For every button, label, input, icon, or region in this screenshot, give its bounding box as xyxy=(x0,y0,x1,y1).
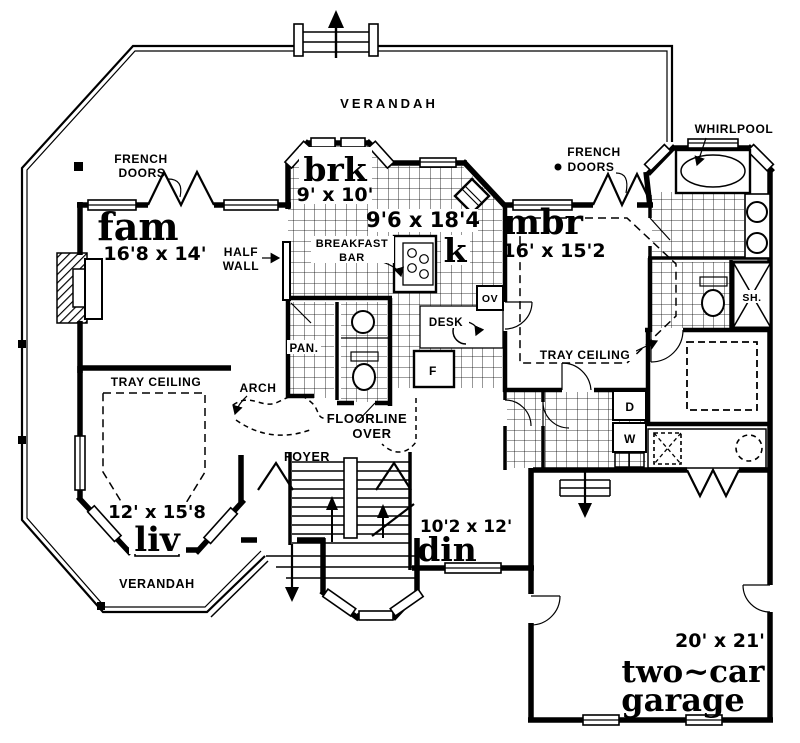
room-dims-garage: 20' x 21' xyxy=(675,630,765,652)
breakfast-bar-label-2: BAR xyxy=(339,252,365,264)
room-label-fam: fam xyxy=(97,204,178,249)
floorline-dashes xyxy=(235,419,311,436)
dryer-label: D xyxy=(625,400,634,414)
corner-cabinet xyxy=(453,177,491,215)
room-label-garage-2: garage xyxy=(621,681,744,719)
front-door-symbol xyxy=(257,460,412,491)
vanity-sinks xyxy=(744,193,771,259)
room-dims-mbr: 16' x 15'2 xyxy=(502,240,605,262)
kitchen-island xyxy=(392,234,438,294)
mudroom-counter xyxy=(647,428,767,469)
room-label-garage-1: two~car xyxy=(622,654,766,690)
verandah-outline xyxy=(18,10,674,618)
room-dims-brk: 9' x 10' xyxy=(297,184,374,206)
stair-up-arrow-icon xyxy=(326,496,338,542)
laundry-door xyxy=(542,401,570,429)
tray-ceiling-outline-liv xyxy=(102,392,206,517)
kitchen-mbr-door xyxy=(504,301,533,330)
dashed-overlays xyxy=(102,217,677,517)
floorline-dashes xyxy=(381,398,417,453)
foyer-label: FOYER xyxy=(284,450,330,464)
bath-door xyxy=(649,217,671,241)
garage-entry-door xyxy=(530,595,561,626)
french-doors-symbol xyxy=(592,171,653,208)
arch-label: ARCH xyxy=(239,381,276,395)
tray-ceiling-label-mbr: TRAY CEILING xyxy=(540,348,631,362)
text-labels: VERANDAH VERANDAH WHIRLPOOL FRENCH DOORS… xyxy=(97,96,774,719)
half-wall-label-1: HALF xyxy=(224,245,258,259)
whirlpool-label: WHIRLPOOL xyxy=(695,122,774,136)
top-entry-steps xyxy=(293,10,379,58)
french-doors-label-left-2: DOORS xyxy=(118,166,165,180)
breakfast-bar-label-1: BREAKFAST xyxy=(316,238,389,250)
pantry-label: PAN. xyxy=(289,343,318,355)
tray-ceiling-label-liv: TRAY CEILING xyxy=(111,375,202,389)
floorline-label-1: FLOORLINE xyxy=(327,411,408,426)
fridge-box xyxy=(412,349,456,389)
closet-shelving xyxy=(686,341,758,411)
mbr-door xyxy=(561,362,592,391)
front-steps xyxy=(210,544,418,618)
verandah-post xyxy=(97,602,105,610)
room-dims-kitchen: 9'6 x 18'4 xyxy=(366,208,480,232)
room-label-mbr: mbr xyxy=(503,202,584,243)
laundry-machines xyxy=(612,390,647,468)
room-label-liv: liv xyxy=(134,520,181,560)
room-label-din: din xyxy=(417,530,477,569)
stair-up-arrow-icon xyxy=(377,504,389,538)
half-wall xyxy=(282,241,291,301)
fireplace xyxy=(56,252,103,324)
verandah-post xyxy=(74,162,83,171)
down-arrow-icon xyxy=(285,544,299,602)
garage-steps xyxy=(559,472,611,518)
room-dims-din: 10'2 x 12' xyxy=(420,517,512,537)
pantry-door xyxy=(290,302,312,324)
garage-double-doors xyxy=(686,467,740,499)
oven-label: OV xyxy=(482,293,498,305)
half-wall-label-2: WALL xyxy=(223,259,259,273)
room-label-kitchen: k xyxy=(444,231,468,270)
verandah-label-bottom: VERANDAH xyxy=(119,577,195,591)
french-doors-symbol xyxy=(147,169,215,208)
windows xyxy=(74,137,775,726)
fridge-label: F xyxy=(429,364,437,378)
verandah-post xyxy=(18,436,26,444)
oven-box xyxy=(476,285,504,311)
powder-door xyxy=(356,402,376,423)
label-bullet xyxy=(554,163,562,171)
up-arrow-icon xyxy=(328,10,344,58)
desk-label: DESK xyxy=(429,317,463,329)
room-dims-fam: 16'8 x 14' xyxy=(103,243,206,265)
room-dims-liv: 12' x 15'8 xyxy=(108,502,206,523)
garage-side-door xyxy=(742,584,771,613)
tray-ceiling-outline-mbr xyxy=(519,217,677,364)
french-doors-label-right-2: DOORS xyxy=(567,160,614,174)
door-swings xyxy=(147,169,771,626)
washer-label: W xyxy=(624,432,636,446)
room-label-brk: brk xyxy=(303,150,367,189)
whirlpool-tub xyxy=(674,148,752,195)
floorline-label-2: OVER xyxy=(352,426,391,441)
corridor-door xyxy=(504,399,532,427)
french-doors-label-right-1: FRENCH xyxy=(567,145,621,159)
shower-label: SH. xyxy=(742,292,761,304)
powder-room-fixtures xyxy=(341,310,388,391)
staircase xyxy=(292,457,415,544)
verandah-post xyxy=(18,340,26,348)
floorline-dashes xyxy=(232,394,329,419)
master-toilet xyxy=(699,276,728,317)
pointer-lines xyxy=(167,137,707,416)
verandah-label-top: VERANDAH xyxy=(340,96,438,111)
french-doors-label-left-1: FRENCH xyxy=(114,152,168,166)
